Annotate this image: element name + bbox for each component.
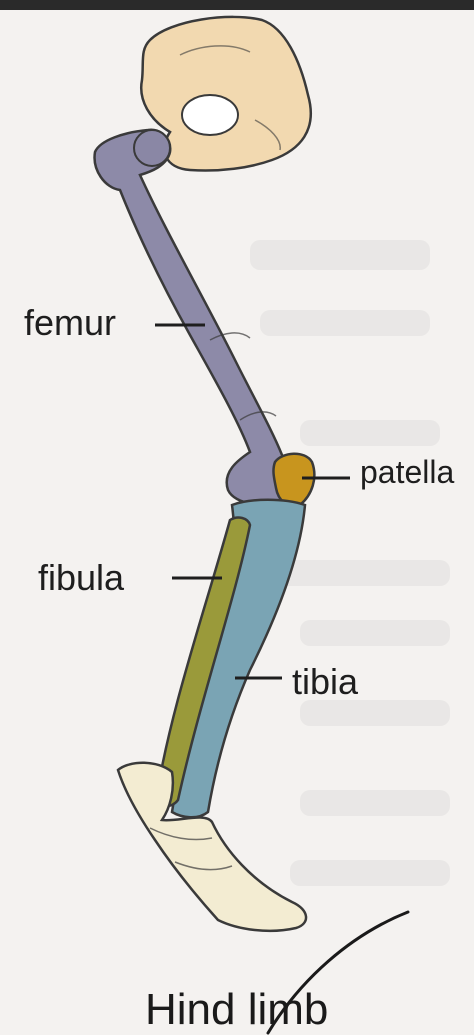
fibula-label: fibula [38, 560, 124, 596]
diagram-caption: Hind limb [145, 988, 328, 1032]
patella-label: patella [360, 456, 454, 488]
femur-label: femur [24, 305, 116, 341]
tibia-label: tibia [292, 664, 358, 700]
patella-bone [273, 454, 314, 507]
